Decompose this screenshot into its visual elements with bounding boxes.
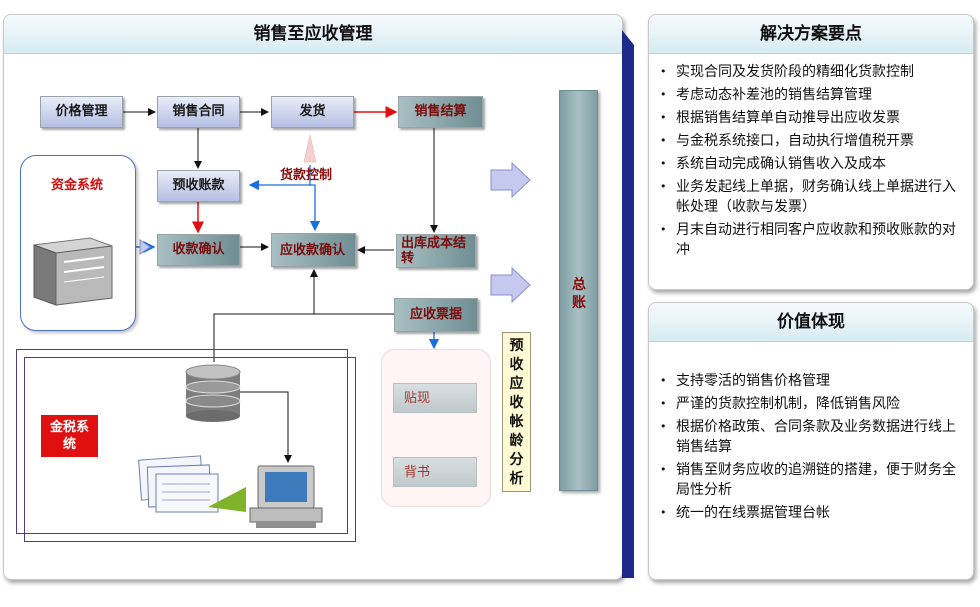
solution-item: 月末自动进行相同客户应收款和预收账款的对冲: [658, 220, 958, 260]
solution-item: 根据销售结算单自动推导出应收发票: [658, 108, 958, 128]
value-item: 统一的在线票据管理台帐: [658, 503, 958, 523]
value-item: 根据价格政策、合同条款及业务数据进行线上销售结算: [658, 417, 958, 457]
golden-tax-frame-inner: [24, 357, 356, 542]
ar-notes-node: 应收票据: [394, 298, 478, 332]
sales-to-ar-title: 销售至应收管理: [4, 15, 622, 54]
solution-item: 系统自动完成确认销售收入及成本: [658, 154, 958, 174]
price-management-node: 价格管理: [40, 96, 123, 128]
prepaid-account-node: 预收账款: [157, 170, 240, 202]
general-ledger-node: 总账: [559, 90, 598, 491]
solution-title: 解决方案要点: [649, 15, 973, 54]
solution-item: 与金税系统接口，自动执行增值税开票: [658, 131, 958, 151]
golden-tax-frame: [16, 349, 348, 534]
aging-analysis-label: 预收应收帐龄分析: [502, 332, 531, 492]
endorse-node: 背书: [393, 457, 477, 487]
solution-item: 业务发起线上单据，财务确认线上单据进行入帐处理（收款与发票）: [658, 177, 958, 217]
solution-panel: 解决方案要点 实现合同及发货阶段的精细化货款控制 考虑动态补差池的销售结算管理 …: [648, 14, 974, 290]
outbound-cost-node: 出库成本结转: [396, 234, 476, 268]
value-item: 支持零活的销售价格管理: [658, 371, 958, 391]
solution-item: 考虑动态补差池的销售结算管理: [658, 85, 958, 105]
solution-item: 实现合同及发货阶段的精细化货款控制: [658, 62, 958, 82]
sales-settlement-node: 销售结算: [398, 96, 483, 128]
shipment-node: 发货: [271, 96, 354, 128]
value-item: 销售至财务应收的追溯链的搭建，便于财务全局性分析: [658, 460, 958, 500]
value-title: 价值体现: [649, 303, 973, 342]
credit-control-label: 货款控制: [280, 168, 333, 183]
ar-confirm-node: 应收款确认: [271, 233, 356, 267]
value-list: 支持零活的销售价格管理 严谨的货款控制机制，降低销售风险 根据价格政策、合同条款…: [658, 371, 958, 526]
fund-system-label: 资金系统: [50, 178, 103, 193]
general-ledger-label: 总账: [572, 277, 586, 311]
sales-contract-node: 销售合同: [157, 96, 240, 128]
receipt-confirm-node: 收款确认: [157, 234, 240, 266]
value-panel: 价值体现 支持零活的销售价格管理 严谨的货款控制机制，降低销售风险 根据价格政策…: [648, 302, 974, 580]
discount-node: 贴现: [393, 383, 477, 413]
solution-list: 实现合同及发货阶段的精细化货款控制 考虑动态补差池的销售结算管理 根据销售结算单…: [658, 62, 958, 263]
value-item: 严谨的货款控制机制，降低销售风险: [658, 394, 958, 414]
golden-tax-label: 金税系统: [41, 415, 98, 457]
